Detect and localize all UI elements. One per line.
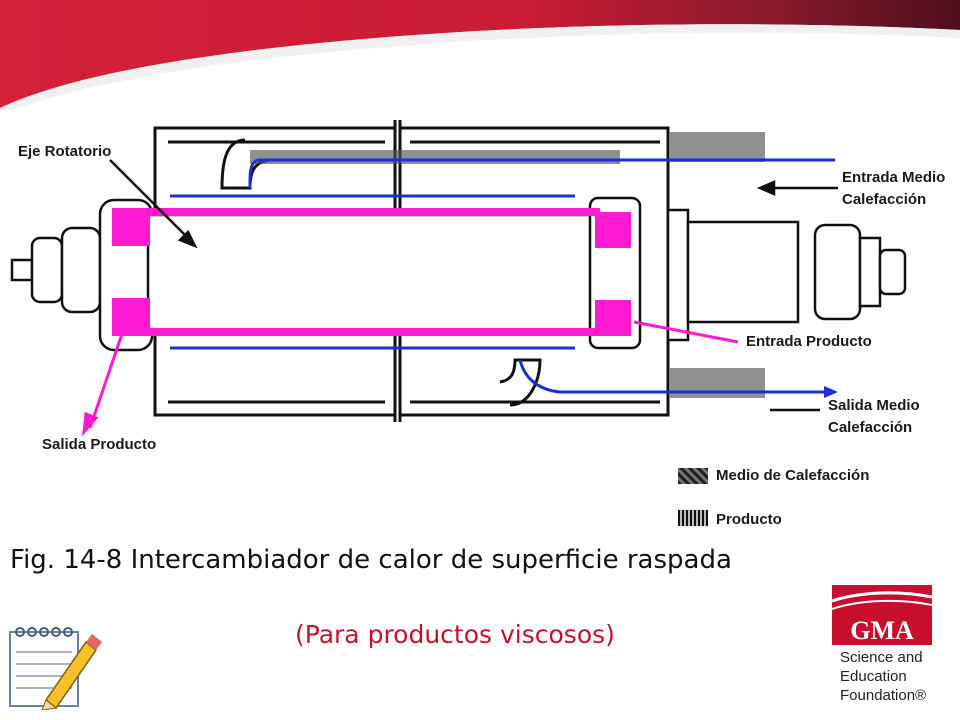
- product-flow-arrows: [81, 320, 739, 437]
- logo-line-3: Foundation®: [840, 687, 927, 704]
- label-heating-inlet-line1: Entrada Medio: [842, 169, 946, 186]
- product-flow: [112, 208, 631, 336]
- exchanger-drawing: [10, 120, 907, 437]
- logo-line-2: Education: [840, 668, 907, 685]
- figure-caption: Fig. 14-8 Intercambiador de calor de sup…: [10, 545, 732, 575]
- product-swatch-icon: [678, 510, 708, 526]
- label-rotating-shaft: Eje Rotatorio: [18, 143, 112, 160]
- heating-flow: [170, 158, 835, 394]
- heating-flow-arrowheads: [824, 386, 838, 398]
- label-heating-outlet-line1: Salida Medio: [828, 397, 920, 414]
- label-heating-outlet-line2: Calefacción: [828, 419, 913, 436]
- gma-logo-text: GMA: [850, 616, 914, 645]
- gma-logo-mark: GMA: [832, 585, 932, 645]
- gma-logo: GMA Science and Education Foundation®: [832, 585, 956, 715]
- label-arrows: [109, 159, 838, 412]
- figure-subcaption: (Para productos viscosos): [295, 620, 615, 649]
- shaft-right-end: [588, 196, 907, 350]
- label-heating-inlet-line2: Calefacción: [842, 191, 927, 208]
- legend-product: Producto: [716, 511, 782, 528]
- notepad-pencil-icon: [9, 627, 102, 710]
- label-product-outlet: Salida Producto: [42, 436, 157, 453]
- label-product-inlet: Entrada Producto: [746, 333, 872, 350]
- logo-line-1: Science and: [840, 649, 923, 666]
- legend-heating-medium: Medio de Calefacción: [716, 467, 870, 484]
- header-banner: [0, 0, 960, 110]
- rotor-cylinder: [146, 213, 600, 332]
- heat-exchanger-diagram: Eje Rotatorio Entrada Medio Calefacción …: [0, 110, 960, 540]
- heating-medium-swatch-icon: [678, 468, 708, 484]
